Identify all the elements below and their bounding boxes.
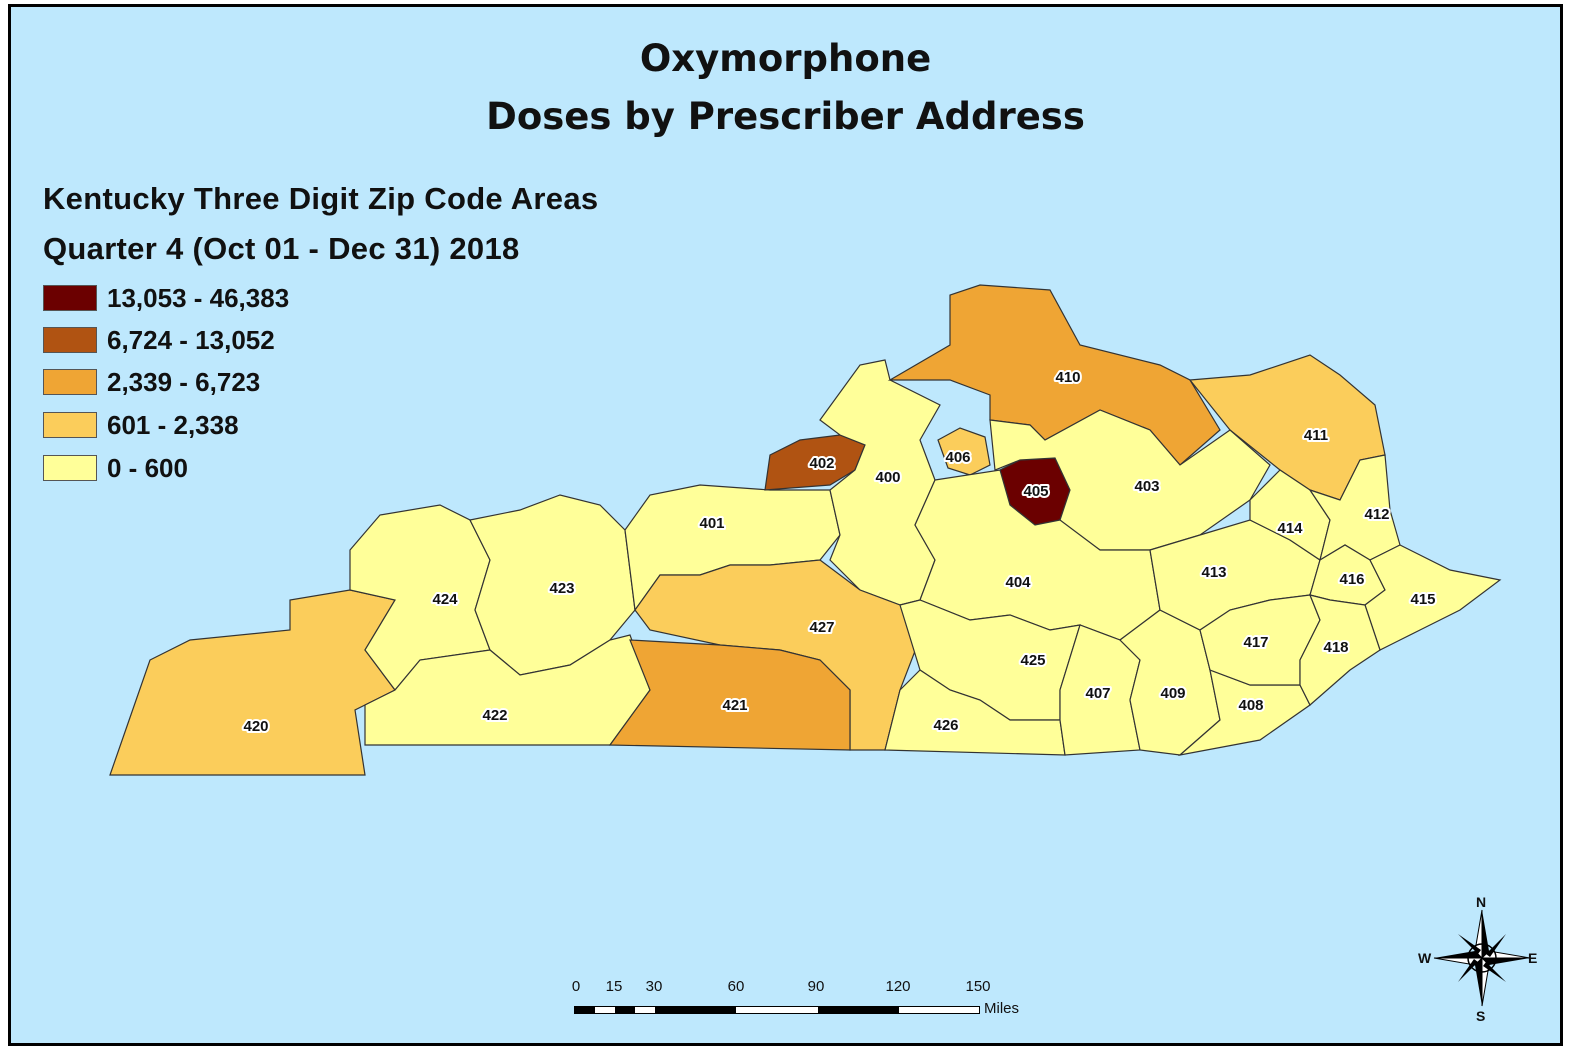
zip-label: 417 (1243, 634, 1268, 651)
zip-label: 407 (1085, 685, 1110, 702)
legend-swatch (43, 369, 97, 395)
legend-item: 2,339 - 6,723 (43, 367, 260, 397)
map-title: Oxymorphone (639, 37, 932, 80)
zip-labels: 400 401 402 403 404 405 406 407 408 409 … (241, 367, 1437, 737)
zip-area-420[interactable] (109, 589, 396, 776)
zip-label: 413 (1201, 564, 1226, 581)
zip-area-422[interactable] (364, 634, 651, 746)
scale-units: Miles (984, 1000, 1020, 1017)
zip-label: 412 (1364, 506, 1389, 523)
zip-label: 414 (1277, 520, 1303, 537)
legend-label: 601 - 2,338 (107, 409, 239, 440)
legend-item: 13,053 - 46,383 (43, 283, 289, 313)
zip-label: 421 (722, 697, 747, 714)
zip-label: 408 (1238, 697, 1263, 714)
zip-label: 405 (1023, 483, 1048, 500)
zip-area-415[interactable] (1364, 544, 1502, 651)
scale-tick: 90 (807, 978, 825, 995)
legend-label: 6,724 - 13,052 (107, 324, 275, 355)
legend-swatch (43, 327, 97, 353)
zip-regions (109, 284, 1502, 776)
zip-label: 409 (1160, 685, 1185, 702)
zip-label: 426 (933, 717, 958, 734)
zip-area-421[interactable] (608, 639, 851, 751)
compass-north: N (1476, 894, 1487, 910)
scale-tick: 60 (727, 978, 745, 995)
scale-tick: 120 (885, 978, 911, 995)
legend-label: 0 - 600 (107, 452, 188, 483)
zip-area-418[interactable] (1299, 594, 1381, 706)
zip-label: 420 (243, 718, 268, 735)
zip-label: 427 (809, 619, 834, 636)
zip-label: 415 (1410, 591, 1435, 608)
legend-item: 6,724 - 13,052 (43, 325, 275, 355)
zip-label: 425 (1020, 652, 1045, 669)
zip-label: 402 (809, 455, 834, 472)
zip-label: 401 (699, 515, 724, 532)
zip-area-410[interactable] (887, 284, 1221, 466)
compass-rose: N S E W (1412, 890, 1552, 1030)
zip-label: 410 (1055, 369, 1080, 386)
zip-label: 411 (1304, 427, 1328, 444)
legend-label: 13,053 - 46,383 (107, 282, 290, 313)
legend-label: 2,339 - 6,723 (107, 366, 261, 397)
legend-item: 0 - 600 (43, 453, 188, 483)
compass-south: S (1476, 1008, 1486, 1024)
map-subtitle: Doses by Prescriber Address (486, 95, 1085, 138)
scale-bar: 0 15 30 60 90 120 150 Miles (560, 978, 1060, 1028)
scale-tick: 150 (965, 978, 991, 995)
zip-label: 400 (875, 469, 900, 486)
zip-label: 403 (1134, 478, 1159, 495)
zip-label: 423 (549, 580, 574, 597)
legend-swatch (43, 285, 97, 311)
zip-label: 406 (945, 449, 970, 466)
compass-east: E (1528, 950, 1538, 966)
legend-swatch (43, 455, 97, 481)
zip-label: 422 (482, 707, 507, 724)
zip-area-406[interactable] (937, 427, 991, 476)
legend-heading: Kentucky Three Digit Zip Code Areas (43, 181, 599, 216)
zip-label: 416 (1339, 571, 1364, 588)
scale-bar-graphic (574, 1006, 980, 1014)
scale-tick: 30 (645, 978, 663, 995)
scale-tick: 15 (605, 978, 623, 995)
zip-label: 424 (432, 591, 458, 608)
zip-label: 404 (1005, 574, 1031, 591)
scale-tick: 0 (571, 978, 581, 995)
zip-label: 418 (1323, 639, 1348, 656)
legend-item: 601 - 2,338 (43, 410, 239, 440)
compass-star-icon (1433, 909, 1531, 1007)
legend-period: Quarter 4 (Oct 01 - Dec 31) 2018 (43, 231, 520, 266)
legend-swatch (43, 412, 97, 438)
compass-west: W (1418, 950, 1432, 966)
